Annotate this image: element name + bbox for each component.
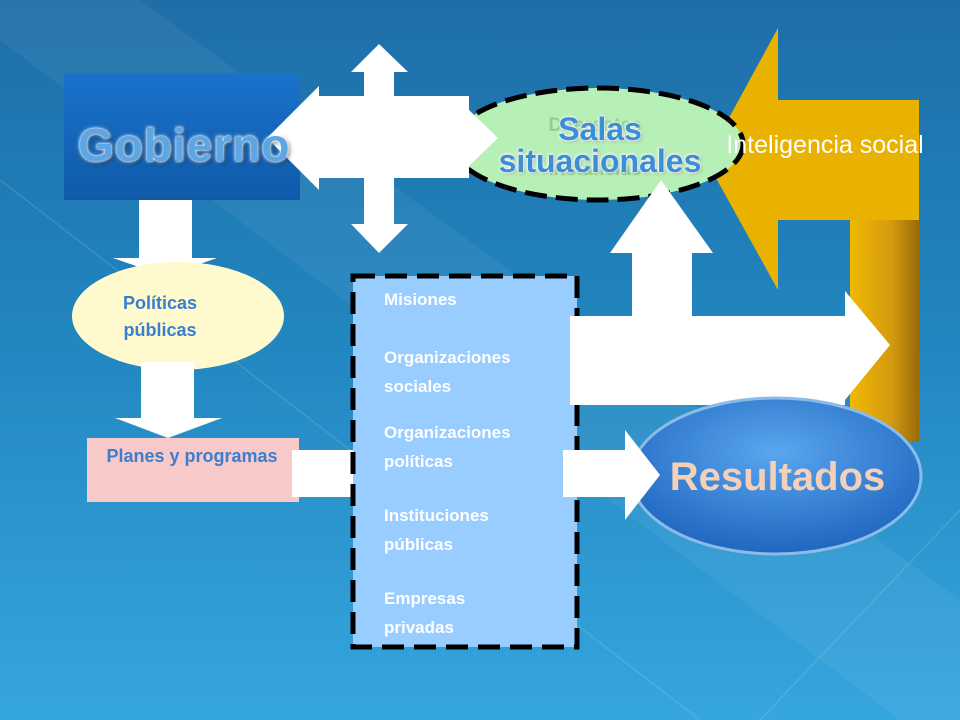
diferentes-instancias-label: Diferentes instancias (548, 115, 642, 180)
politicas-publicas-ellipse (72, 262, 284, 370)
planes-programas-box (87, 438, 299, 502)
four-way-arrow (267, 44, 498, 253)
resultados-label: Resultados (669, 455, 886, 499)
politicas-publicas-label: Políticas públicas (122, 293, 198, 340)
box-item-empresas-privadas: Empresas privadas (384, 589, 466, 637)
gobierno-label: Gobierno (78, 119, 291, 171)
organizations-box (350, 273, 580, 650)
arrow-gobierno-to-politicas (113, 200, 217, 276)
box-item-misiones: Misiones (384, 290, 457, 309)
arrow-politicas-to-planes (115, 362, 222, 438)
arrow-box-to-inteligencia (570, 180, 890, 405)
box-item-organizaciones-politicas: Organizaciones políticas (384, 423, 511, 471)
box-item-instituciones-publicas: Instituciones públicas (384, 506, 489, 554)
box-item-organizaciones-sociales: Organizaciones sociales (384, 348, 511, 396)
arrow-box-to-resultados (563, 430, 660, 520)
gobierno-box (64, 73, 300, 200)
inteligencia-social-arrow (706, 28, 919, 442)
salas-situacionales-label: Salas situacionales (498, 111, 702, 179)
inteligencia-social-label: Inteligencia social (726, 131, 924, 159)
planes-programas-label: Planes y programas (106, 446, 278, 466)
